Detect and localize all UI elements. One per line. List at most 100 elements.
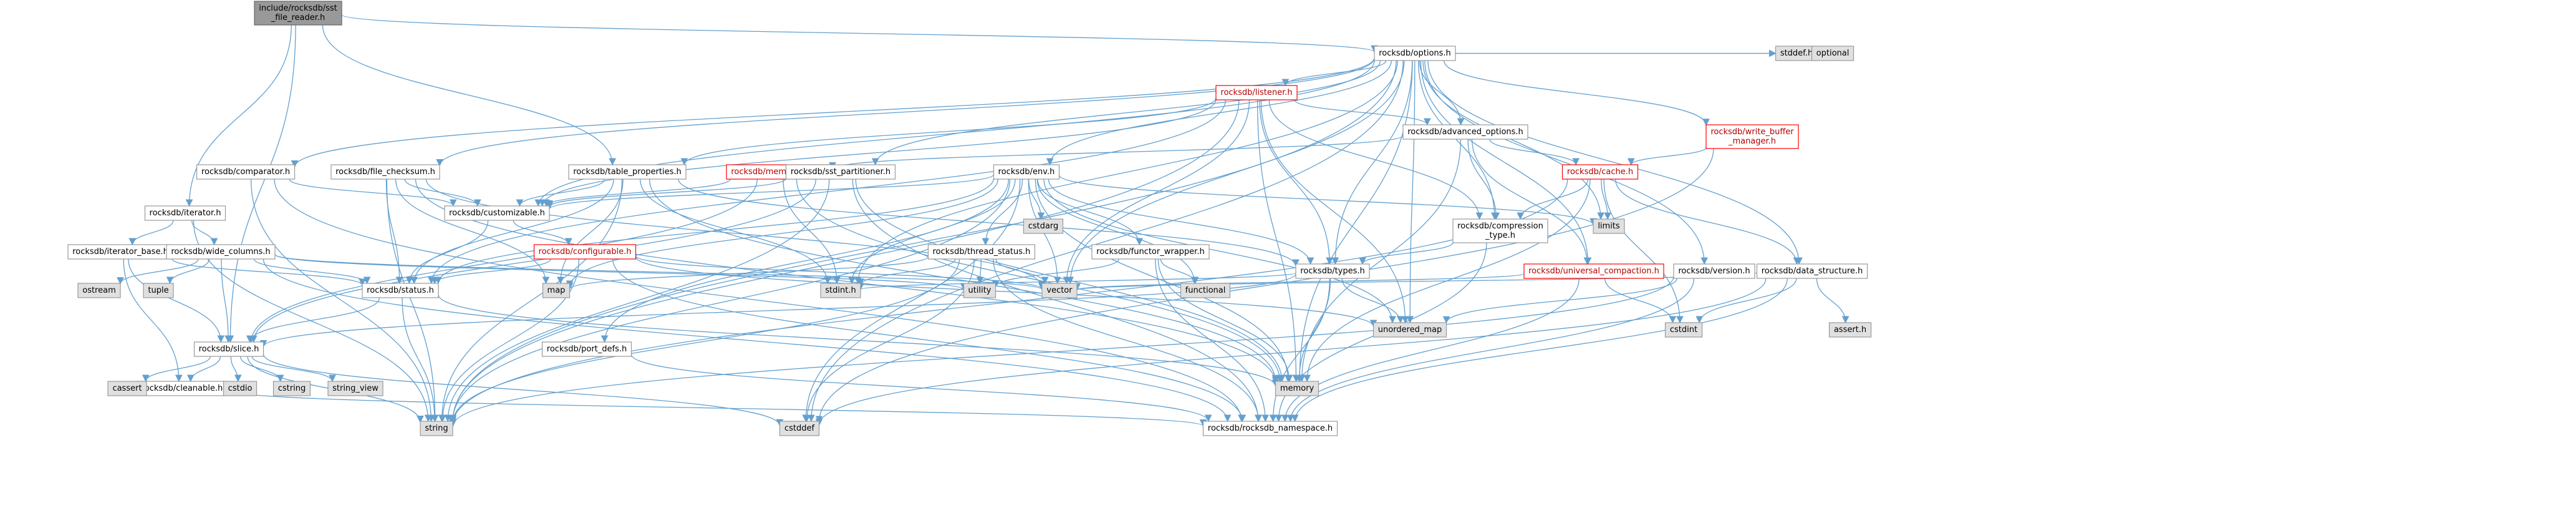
edge-data_structure-to-cstddef: [815, 278, 1767, 426]
node-advanced_options[interactable]: rocksdb/advanced_options.h: [1402, 124, 1528, 140]
node-box-file_checksum: [330, 164, 440, 180]
node-customizable[interactable]: rocksdb/customizable.h: [444, 205, 550, 221]
node-label-slice: rocksdb/slice.h: [199, 345, 259, 354]
node-box-cstddef: [779, 421, 820, 436]
node-status[interactable]: rocksdb/status.h: [362, 283, 439, 298]
edge-functor_wrapper-to-rocksdb_namespace: [1155, 258, 1270, 423]
node-label-string: string: [425, 424, 448, 433]
edge-listener-to-unordered_map: [1260, 99, 1409, 324]
edge-options-to-data_structure: [1427, 60, 1803, 265]
edge-universal_compaction-to-vector: [1073, 273, 1525, 291]
edge-status-to-string: [402, 297, 438, 423]
node-rocksdb_namespace[interactable]: rocksdb/rocksdb_namespace.h: [1202, 421, 1338, 436]
edge-options-to-universal_compaction: [1420, 60, 1592, 265]
edge-options-to-stdint_h: [854, 60, 1398, 285]
edge-memtablerep-to-stdint_h: [783, 178, 841, 285]
edge-sst_partitioner-to-string: [444, 178, 830, 423]
edge-status-to-slice: [246, 297, 380, 343]
node-assert_h: assert.h: [1828, 322, 1872, 338]
node-label-iterator: rocksdb/iterator.h: [150, 208, 221, 218]
node-label-vector: vector: [1046, 286, 1073, 295]
node-table_properties[interactable]: rocksdb/table_properties.h: [568, 164, 687, 180]
edge-slice-to-cstdio: [230, 356, 242, 383]
dependency-edges: [117, 14, 1850, 428]
node-box-limits: [1593, 218, 1625, 234]
node-box-configurable: [533, 244, 637, 260]
node-cstdarg: cstdarg: [1023, 218, 1064, 234]
node-comparator[interactable]: rocksdb/comparator.h: [196, 164, 296, 180]
node-cleanable[interactable]: rocksdb/cleanable.h: [136, 381, 228, 396]
node-label-compression_type: rocksdb/compression: [1457, 222, 1543, 231]
node-box-sst_partitioner: [785, 164, 896, 180]
node-box-slice: [193, 341, 264, 357]
node-box-tuple: [143, 283, 174, 298]
node-label-compression_type: _type.h: [1485, 231, 1515, 240]
node-port_defs[interactable]: rocksdb/port_defs.h: [541, 341, 632, 357]
edge-wide_columns-to-slice: [221, 258, 232, 343]
node-root[interactable]: include/rocksdb/sst_file_reader.h: [254, 1, 342, 26]
edge-memtablerep-to-memory: [796, 178, 1284, 383]
node-listener[interactable]: rocksdb/listener.h: [1215, 85, 1298, 100]
node-string_view: string_view: [327, 381, 384, 396]
edge-listener-to-types: [1259, 99, 1333, 265]
node-box-root: [254, 1, 342, 26]
node-universal_compaction[interactable]: rocksdb/universal_compaction.h: [1523, 263, 1664, 279]
node-vector: vector: [1041, 283, 1078, 298]
node-slice[interactable]: rocksdb/slice.h: [193, 341, 264, 357]
node-compression_type[interactable]: rocksdb/compression_type.h: [1452, 218, 1548, 243]
node-box-wide_columns: [166, 244, 276, 260]
edge-options-to-unordered_map: [1406, 60, 1416, 324]
edge-listener-to-status: [428, 99, 1226, 285]
node-box-iterator: [144, 205, 226, 221]
node-options[interactable]: rocksdb/options.h: [1374, 46, 1456, 61]
node-box-cassert: [107, 381, 147, 396]
edge-cache-to-limits: [1601, 178, 1611, 220]
edge-options-to-limits: [1422, 60, 1604, 220]
node-iterator[interactable]: rocksdb/iterator.h: [144, 205, 226, 221]
edge-table_properties-to-customizable: [516, 178, 605, 207]
node-types[interactable]: rocksdb/types.h: [1295, 263, 1370, 279]
edge-wide_columns-to-utility: [274, 254, 967, 291]
edge-options-to-types: [1331, 60, 1413, 265]
edge-root-to-slice: [226, 24, 296, 343]
node-label-write_buffer_manager: rocksdb/write_buffer: [1710, 127, 1794, 137]
node-env[interactable]: rocksdb/env.h: [993, 164, 1060, 180]
edge-advanced_options-to-memtablerep: [829, 135, 1404, 170]
node-box-status: [362, 283, 439, 298]
node-label-iterator_base: rocksdb/iterator_base.h: [72, 247, 168, 257]
node-label-types: rocksdb/types.h: [1300, 266, 1365, 276]
node-version[interactable]: rocksdb/version.h: [1673, 263, 1755, 279]
node-label-sst_partitioner: rocksdb/sst_partitioner.h: [791, 167, 890, 177]
node-stdint_h: stdint.h: [820, 283, 861, 298]
node-thread_status[interactable]: rocksdb/thread_status.h: [927, 244, 1036, 260]
node-label-universal_compaction: rocksdb/universal_compaction.h: [1528, 266, 1659, 276]
node-configurable[interactable]: rocksdb/configurable.h: [533, 244, 637, 260]
edge-status-to-memory: [438, 295, 1280, 387]
node-data_structure[interactable]: rocksdb/data_structure.h: [1756, 263, 1868, 279]
node-cassert: cassert: [107, 381, 147, 396]
node-label-utility: utility: [968, 286, 991, 295]
edge-table_properties-to-string: [438, 178, 623, 423]
edge-env-to-thread_status: [982, 178, 1023, 246]
edge-thread_status-to-string: [449, 258, 960, 424]
node-label-version: rocksdb/version.h: [1678, 266, 1750, 276]
node-wide_columns[interactable]: rocksdb/wide_columns.h: [166, 244, 276, 260]
edge-options-to-version: [1424, 60, 1709, 265]
edge-thread_status-to-vector: [995, 258, 1049, 285]
edge-listener-to-table_properties: [680, 97, 1217, 166]
node-tuple: tuple: [143, 283, 174, 298]
edge-types-to-stdint_h: [857, 272, 1296, 291]
node-functor_wrapper[interactable]: rocksdb/functor_wrapper.h: [1091, 244, 1210, 260]
edge-env-to-map: [566, 178, 999, 288]
node-file_checksum[interactable]: rocksdb/file_checksum.h: [330, 164, 440, 180]
edge-advanced_options-to-cache: [1489, 139, 1580, 166]
node-iterator_base[interactable]: rocksdb/iterator_base.h: [67, 244, 173, 260]
node-box-optional: [1811, 46, 1855, 61]
node-sst_partitioner[interactable]: rocksdb/sst_partitioner.h: [785, 164, 896, 180]
node-box-memory: [1275, 381, 1319, 396]
node-label-rocksdb_namespace: rocksdb/rocksdb_namespace.h: [1208, 424, 1333, 433]
node-write_buffer_manager[interactable]: rocksdb/write_buffer_manager.h: [1705, 124, 1799, 149]
node-cstdint: cstdint: [1664, 322, 1703, 338]
edge-universal_compaction-to-rocksdb_namespace: [1281, 278, 1580, 423]
node-cache[interactable]: rocksdb/cache.h: [1561, 164, 1639, 180]
